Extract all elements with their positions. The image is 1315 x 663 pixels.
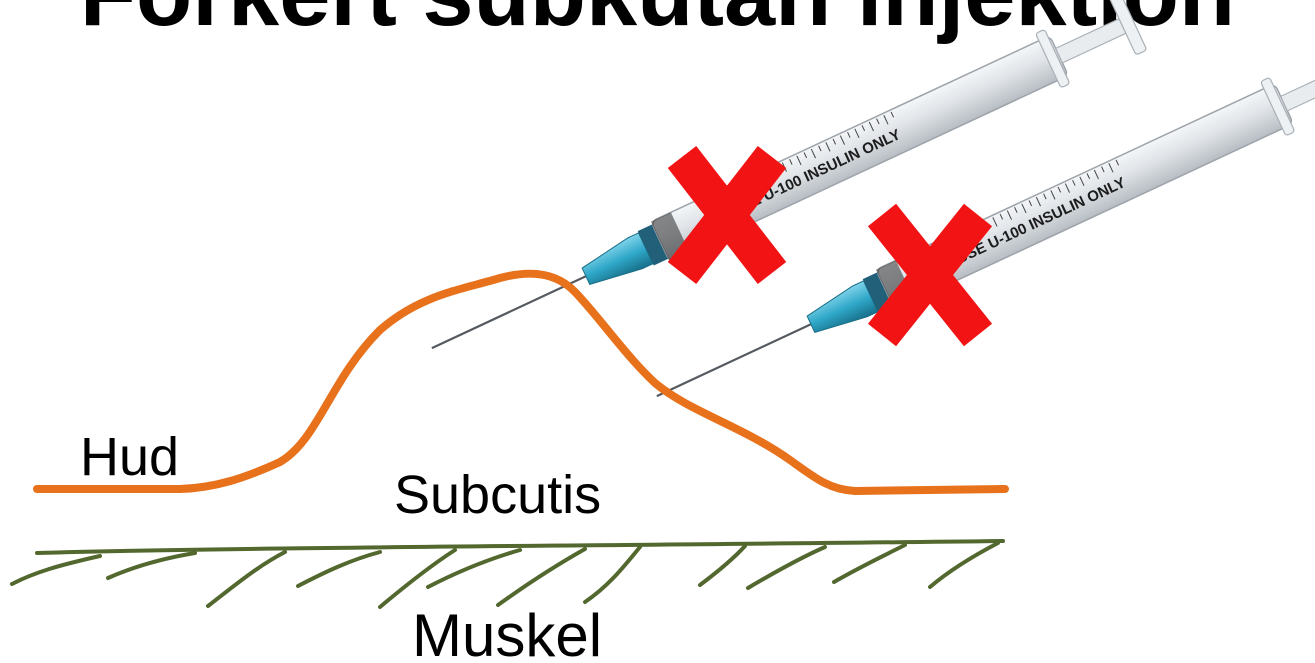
skin-label: Hud [80, 430, 179, 484]
muscle-label: Muskel [412, 606, 602, 663]
subcutis-label: Subcutis [394, 468, 601, 522]
muscle-line [12, 541, 1003, 607]
syringe-icon: USE U-100 INSULIN ONLY [418, 0, 1147, 377]
